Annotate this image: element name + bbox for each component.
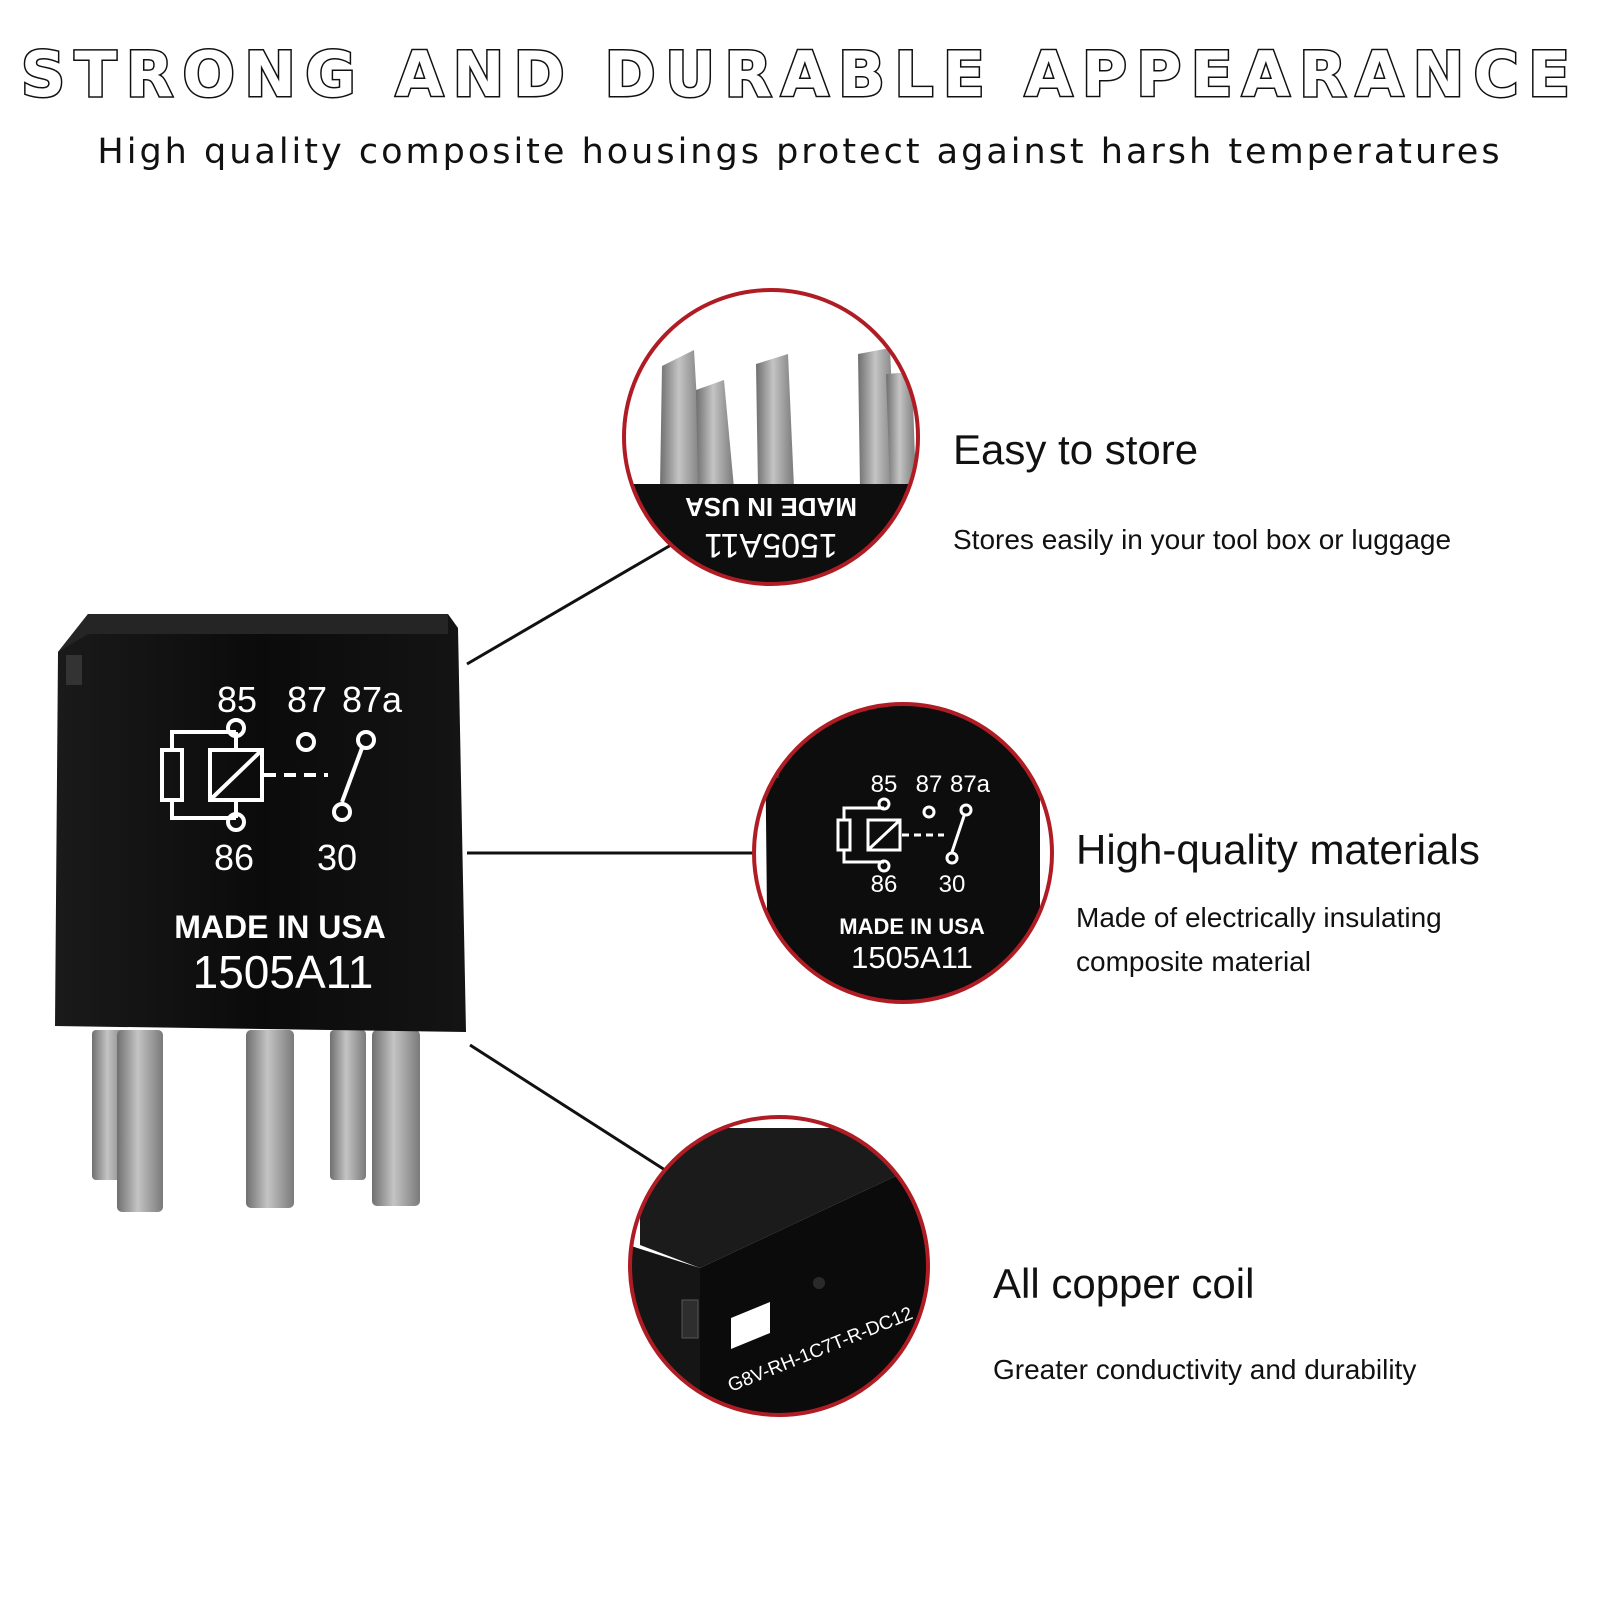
pin-label-30: 30 [317,837,357,878]
pin-label-87a: 87a [342,679,403,720]
relay-schematic [160,718,376,832]
relay-origin-text: MADE IN USA [174,909,386,945]
feature-1-title: Easy to store [953,426,1199,473]
pin-label-86: 86 [214,837,254,878]
pin-label-85: 85 [217,679,257,720]
zoom-circle-side: G8V-RH-1C7T-R-DC12 [628,1115,930,1417]
connector-line-1 [466,543,672,666]
feature-2-title: High-quality materials [1076,826,1480,873]
page-subtitle: High quality composite housings protect … [97,132,1503,172]
connector-line-3 [469,1043,666,1172]
feature-1-desc: Stores easily in your tool box or luggag… [953,524,1452,555]
zoom2-pin-87a: 87a [950,771,991,798]
pin-label-87: 87 [287,679,327,720]
zoom-circle-face: 85 87 87a 86 30 MADE IN USA 1505A11 [752,702,1054,1004]
zoom2-pin-86: 86 [871,871,898,898]
zoom2-pin-85: 85 [871,771,898,798]
page-title: STRONG AND DURABLE APPEARANCE [19,37,1580,113]
feature-2-desc: Made of electrically insulating composit… [1076,902,1442,977]
relay-pins [92,1030,420,1212]
relay-main: 85 87 87a 86 30 MADE IN USA 1505A11 [55,614,466,1212]
zoom2-pin-30: 30 [939,871,966,898]
relay-model-text: 1505A11 [193,946,374,998]
zoom-circle-pins: 1505A11 MADE IN USA [622,288,920,586]
feature-3-title: All copper coil [993,1260,1255,1307]
feature-3-desc: Greater conductivity and durability [993,1354,1417,1385]
zoom1-model-text: 1505A11 [704,526,838,564]
zoom2-pin-87: 87 [916,771,943,798]
zoom1-origin-text: MADE IN USA [685,492,857,522]
zoom2-origin-text: MADE IN USA [839,914,985,939]
zoom2-model-text: 1505A11 [851,940,973,975]
